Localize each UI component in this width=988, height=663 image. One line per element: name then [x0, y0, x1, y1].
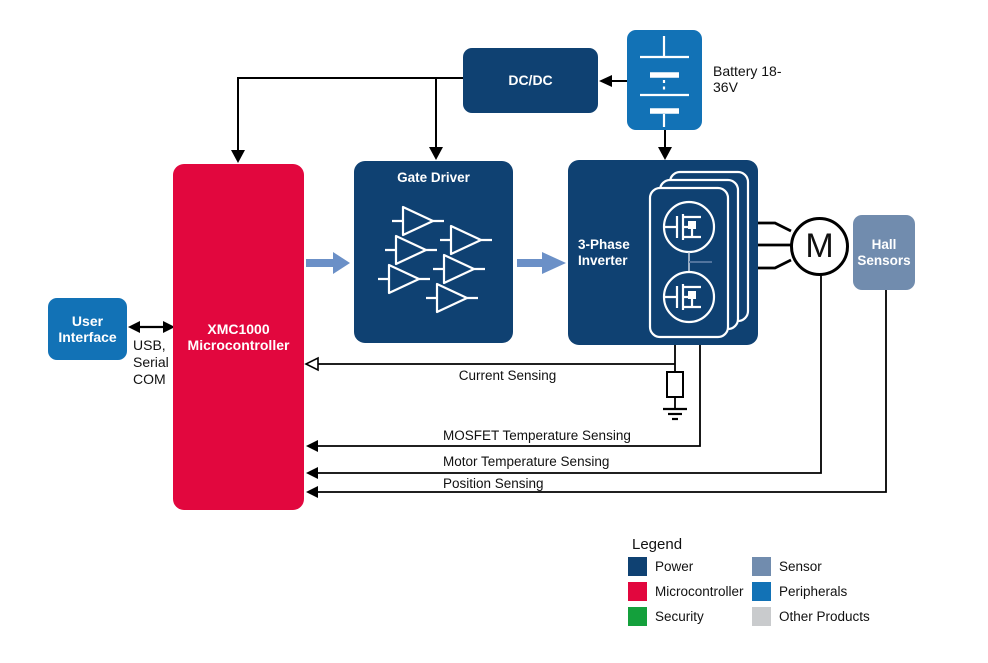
- dcdc-output-wire: [231, 77, 463, 163]
- dcdc-block: DC/DC: [463, 48, 598, 113]
- hall-sensors-block: Hall Sensors: [853, 215, 915, 290]
- legend-swatch-microcontroller: [628, 582, 647, 601]
- mosfet-temp-sensing-label: MOSFET Temperature Sensing: [443, 428, 631, 443]
- inverter-block: 3-Phase Inverter: [568, 160, 758, 345]
- battery-to-dcdc-wire: [599, 75, 627, 87]
- xmc-microcontroller-block: XMC1000 Microcontroller: [173, 164, 304, 510]
- hall-sensors-label: Hall Sensors: [857, 236, 911, 268]
- legend-item-peripherals: Peripherals: [752, 582, 847, 601]
- shunt-resistor-icon: [666, 371, 684, 398]
- dcdc-label: DC/DC: [508, 72, 553, 89]
- battery-icon: [640, 36, 689, 127]
- current-sensing-wire: [304, 345, 687, 421]
- legend-label-power: Power: [655, 559, 694, 574]
- ui-xmc-bidirectional-arrow: [128, 321, 175, 333]
- xmc-label: XMC1000 Microcontroller: [187, 320, 290, 353]
- user-interface-block: User Interface: [48, 298, 127, 360]
- legend-item-security: Security: [628, 607, 704, 626]
- legend-item-other-products: Other Products: [752, 607, 870, 626]
- flow-arrow-xmc-to-gatedriver: [306, 252, 350, 274]
- open-arrowhead-icon: [304, 356, 319, 372]
- legend-label-security: Security: [655, 609, 704, 624]
- battery-block: [627, 30, 702, 130]
- legend-label-sensor: Sensor: [779, 559, 822, 574]
- ground-icon: [663, 407, 687, 421]
- current-sensing-label: Current Sensing: [458, 368, 557, 383]
- inverter-label: 3-Phase Inverter: [578, 237, 630, 268]
- legend-label-other-products: Other Products: [779, 609, 870, 624]
- motor-label: M: [805, 227, 834, 265]
- legend-swatch-security: [628, 607, 647, 626]
- legend-title: Legend: [632, 536, 683, 553]
- motor-temp-sensing-label: Motor Temperature Sensing: [443, 454, 610, 469]
- legend-swatch-power: [628, 557, 647, 576]
- legend-item-sensor: Sensor: [752, 557, 822, 576]
- motor-temp-wire: [306, 275, 822, 479]
- gate-driver-buffers-icon: [376, 205, 494, 314]
- mosfet-halfbridge-icon: [648, 170, 750, 339]
- position-sensing-wire: [306, 290, 887, 498]
- mosfet-temp-wire: [306, 345, 701, 452]
- legend-swatch-other-products: [752, 607, 771, 626]
- gate-driver-label: Gate Driver: [397, 170, 470, 185]
- battery-voltage-label: Battery 18-36V: [713, 63, 782, 95]
- legend-label-microcontroller: Microcontroller: [655, 584, 744, 599]
- legend-label-peripherals: Peripherals: [779, 584, 848, 599]
- position-sensing-label: Position Sensing: [443, 476, 544, 491]
- three-phase-lines: [758, 221, 792, 270]
- flow-arrow-gatedriver-to-inverter: [517, 252, 566, 274]
- legend-swatch-peripherals: [752, 582, 771, 601]
- usb-serial-com-label: USB, Serial COM: [133, 337, 169, 388]
- legend-swatch-sensor: [752, 557, 771, 576]
- gate-driver-block: Gate Driver: [354, 161, 513, 343]
- legend-item-microcontroller: Microcontroller: [628, 582, 744, 601]
- motor-symbol: M: [790, 217, 849, 276]
- legend-item-power: Power: [628, 557, 693, 576]
- user-interface-label: User Interface: [58, 312, 117, 345]
- mosfet-icon: [662, 270, 716, 324]
- battery-to-inverter-wire: [658, 130, 672, 160]
